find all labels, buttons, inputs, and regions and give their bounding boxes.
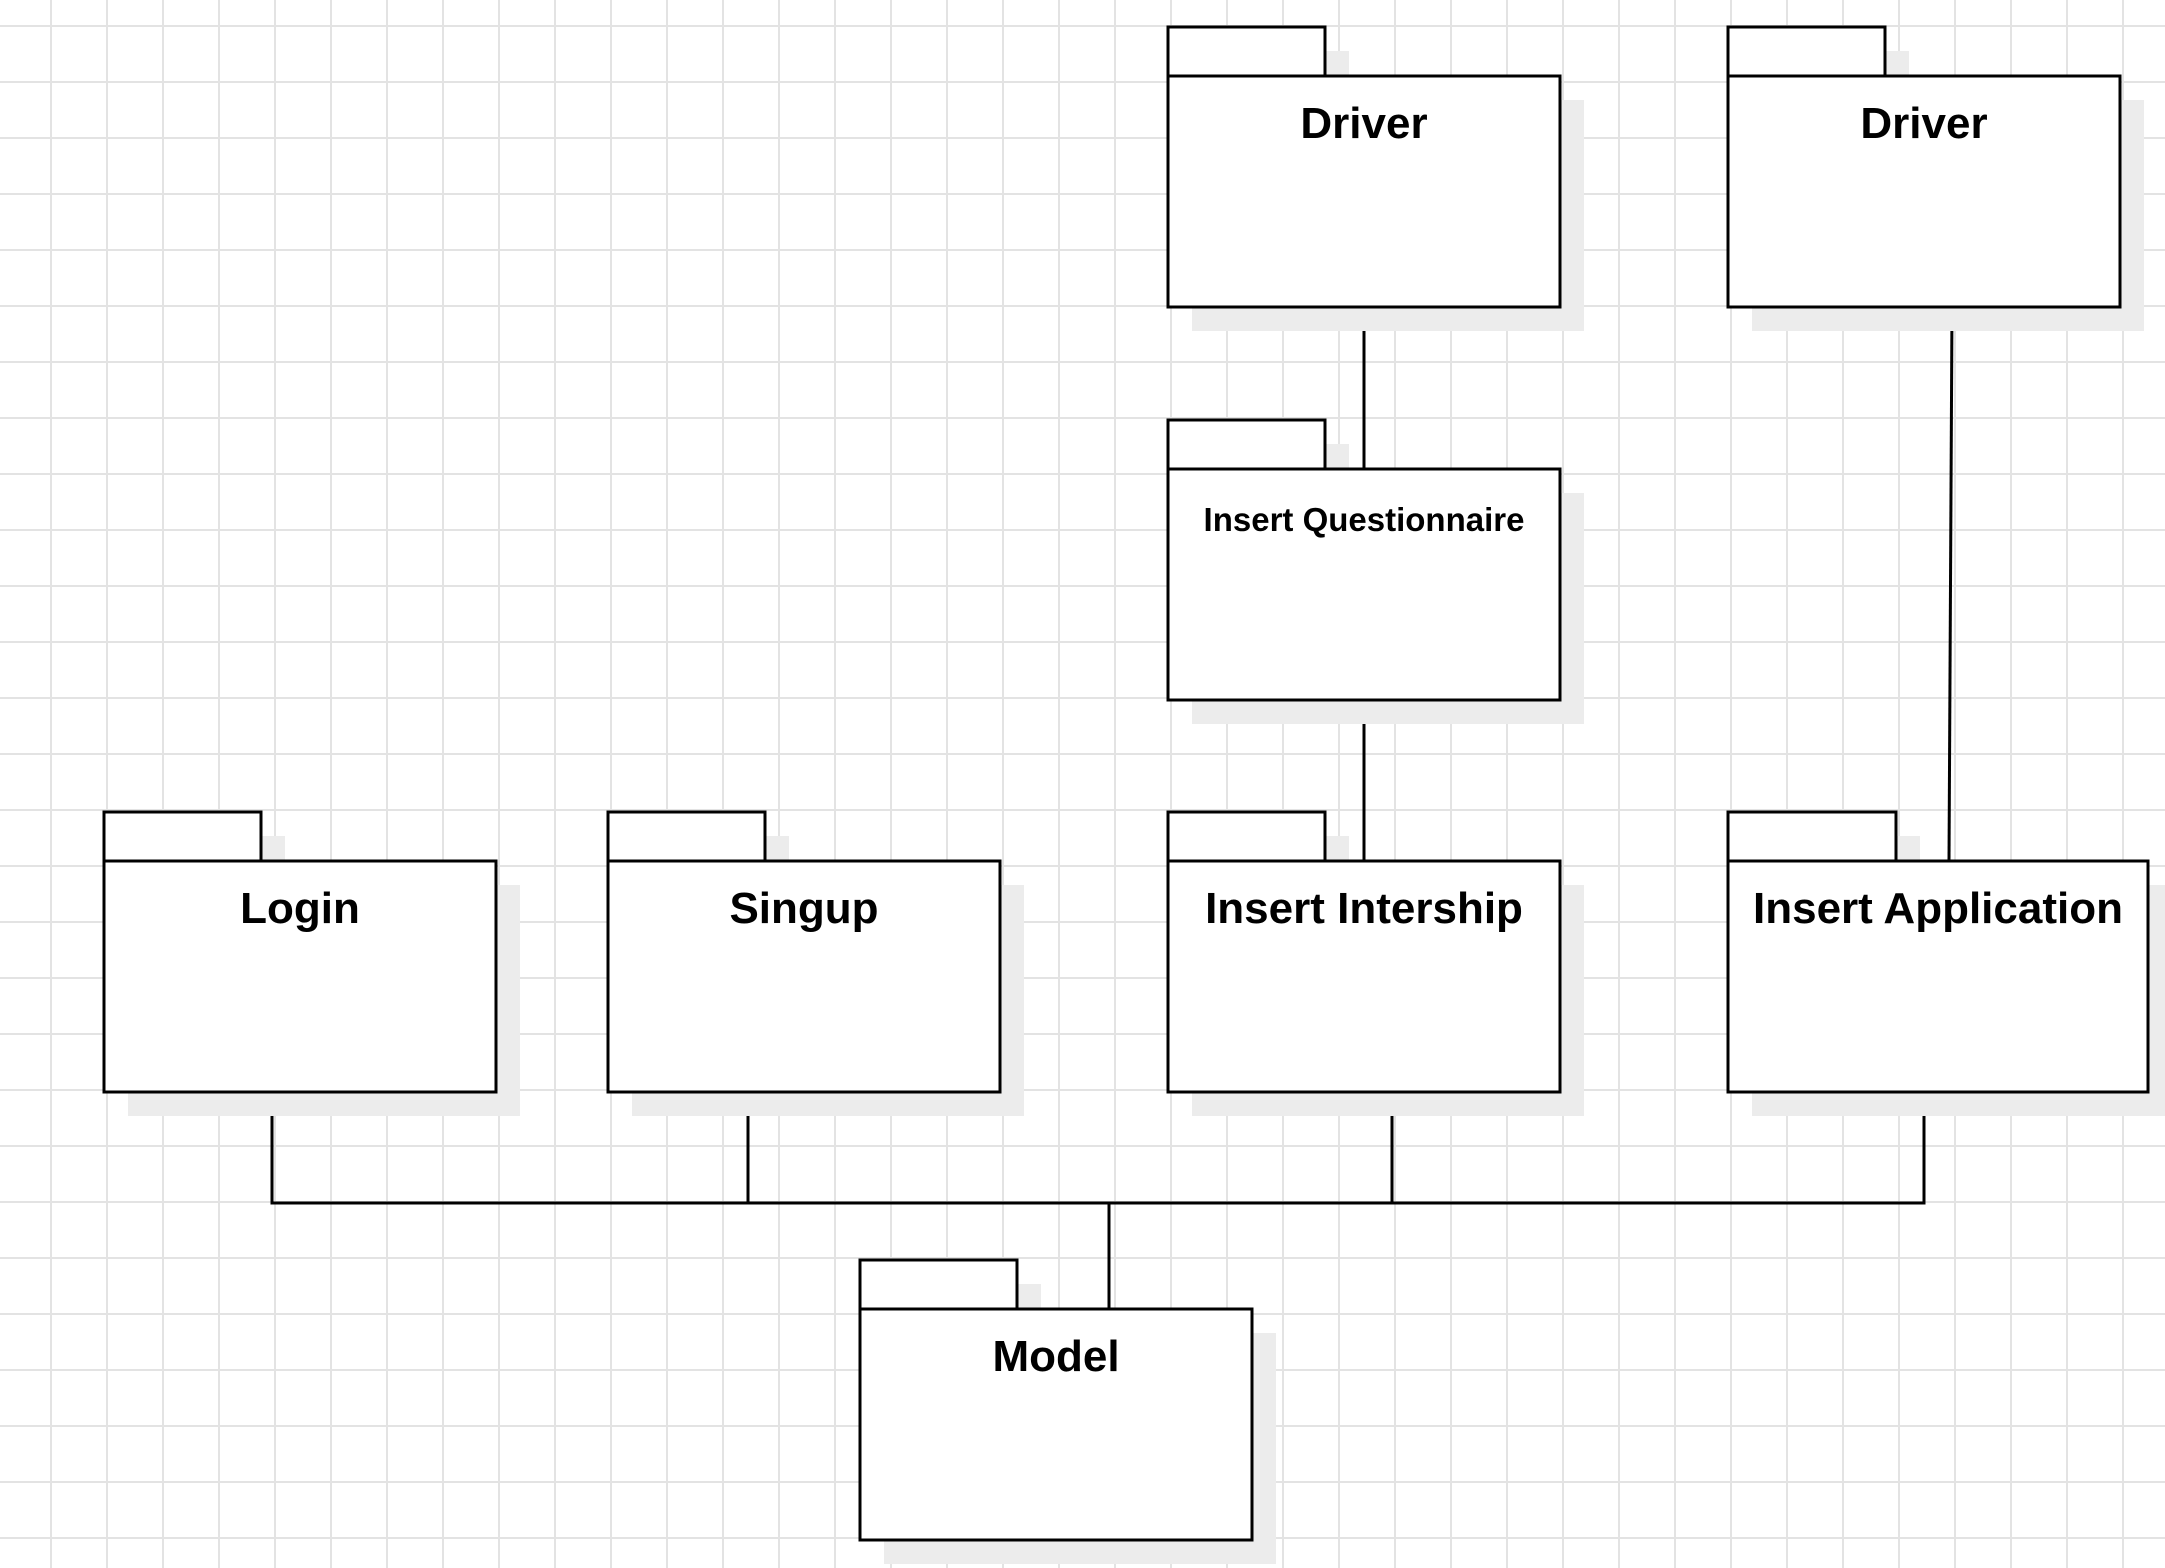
package-login[interactable]: Login (102, 810, 520, 1116)
package-insert-questionnaire[interactable]: Insert Questionnaire (1166, 418, 1584, 724)
package-body (1166, 859, 1562, 1094)
package-label: Login (240, 884, 360, 933)
package-singup[interactable]: Singup (606, 810, 1024, 1116)
package-tab (102, 810, 263, 863)
package-tab (1166, 810, 1327, 863)
package-tab (858, 1258, 1019, 1311)
connector-layer (270, 306, 1954, 1309)
package-body (606, 859, 1002, 1094)
connector-driver-2-to-insert-application[interactable] (1947, 306, 1954, 862)
package-label: Driver (1300, 99, 1427, 148)
package-label: Insert Questionnaire (1204, 501, 1525, 538)
package-insert-application[interactable]: Insert Application (1726, 810, 2165, 1116)
package-tab (606, 810, 767, 863)
package-body (1726, 74, 2122, 309)
package-body (1726, 859, 2150, 1094)
connector-login-to-model[interactable] (270, 1092, 1111, 1309)
connector-insert-application-to-model[interactable] (1109, 1092, 1926, 1205)
package-label: Model (992, 1332, 1119, 1381)
package-body (1166, 467, 1562, 702)
package-tab (1166, 25, 1327, 78)
package-body (102, 859, 498, 1094)
package-label: Insert Intership (1205, 884, 1523, 933)
package-label: Insert Application (1753, 884, 2123, 933)
package-driver-1[interactable]: Driver (1166, 25, 1584, 331)
package-tab (1166, 418, 1327, 471)
package-model[interactable]: Model (858, 1258, 1276, 1564)
package-body (1166, 74, 1562, 309)
package-tab (1726, 810, 1898, 863)
package-insert-intership[interactable]: Insert Intership (1166, 810, 1584, 1116)
package-label: Singup (729, 884, 878, 933)
package-tab (1726, 25, 1887, 78)
package-driver-2[interactable]: Driver (1726, 25, 2144, 331)
package-body (858, 1307, 1254, 1542)
package-label: Driver (1860, 99, 1987, 148)
